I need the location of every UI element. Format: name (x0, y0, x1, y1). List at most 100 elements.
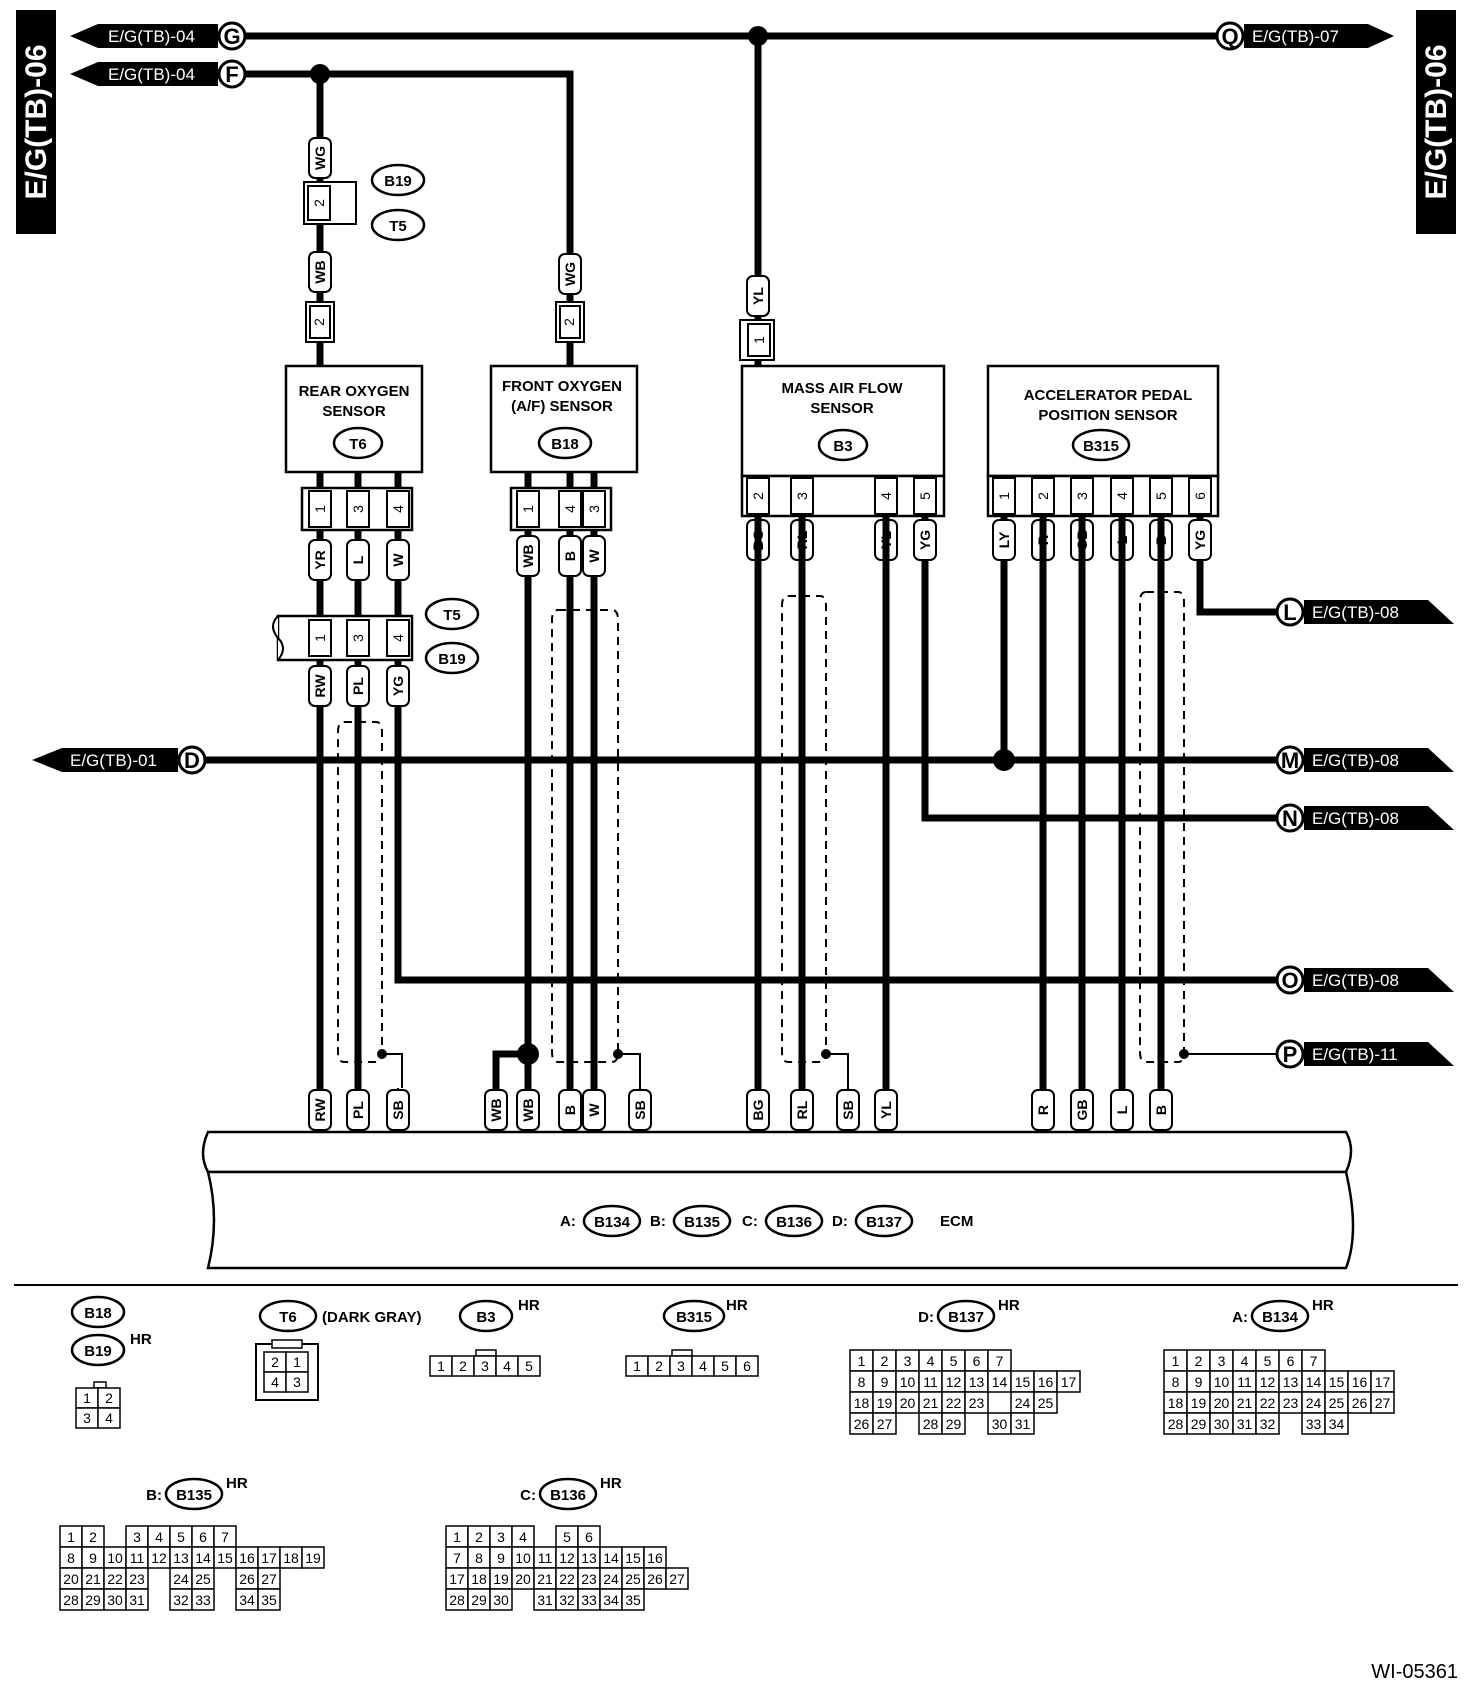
connector-cell-number: 1 (633, 1358, 641, 1374)
wire-color-label: LY (996, 531, 1012, 548)
maf-upper-wiring: YL 1 (739, 270, 775, 366)
connector-cell-number: 28 (1168, 1416, 1184, 1432)
connector-cell (1033, 1391, 1058, 1414)
connector-cell-number: 18 (1168, 1395, 1184, 1411)
offpage-d-letter: D (184, 748, 200, 773)
offpage-q: Q E/G(TB)-07 (1215, 21, 1394, 51)
wire-label-box (386, 665, 410, 707)
wire-label-box (386, 539, 410, 581)
offpage-l-ref: E/G(TB)-08 (1312, 603, 1399, 622)
component-name: (A/F) SENSOR (511, 398, 613, 415)
offpage-f-ref: E/G(TB)-04 (108, 65, 195, 84)
connector-cell-number: 20 (900, 1395, 916, 1411)
pin-box (746, 477, 770, 515)
ecm-legend-prefix: C: (742, 1213, 758, 1230)
wire-color-label: PL (350, 677, 366, 695)
offpage-l-letter: L (1283, 600, 1296, 625)
wire-label-box (346, 539, 370, 581)
connector-cell-number: 10 (900, 1374, 916, 1390)
pin-number: 3 (350, 634, 366, 642)
offpage-q-letter: Q (1221, 24, 1238, 49)
bus-f (246, 64, 574, 250)
connector-cell-number: 20 (515, 1571, 531, 1587)
connector-cell-number: 28 (63, 1592, 79, 1608)
connector-cell-number: 14 (603, 1550, 619, 1566)
pin-number: 3 (1074, 492, 1090, 500)
connector-cell-number: 3 (133, 1529, 141, 1545)
connector-cell-number: 1 (293, 1354, 301, 1370)
pin-number: 5 (1153, 492, 1169, 500)
conn-tag-b19-mid-text: B19 (438, 651, 466, 668)
connector-cell-number: 14 (195, 1550, 211, 1566)
connector-cell-number: 15 (217, 1550, 233, 1566)
connector-cell-number: 7 (1310, 1353, 1318, 1369)
joint-break-mark (272, 615, 284, 661)
connector-cell (301, 1546, 325, 1569)
pin-number: 1 (312, 505, 328, 513)
wire-color-label: RW (312, 674, 328, 698)
connector-cell (1010, 1412, 1035, 1435)
connector-cell-number: 21 (1237, 1395, 1253, 1411)
connector-cell-number: 33 (581, 1592, 597, 1608)
wire-color-label: R (1035, 1105, 1051, 1115)
component-accelerator-pedal-position-sensor: ACCELERATOR PEDAL POSITION SENSOR B315 (986, 364, 1220, 478)
connector-cell-number: 7 (453, 1550, 461, 1566)
conn-view-b137 (936, 1299, 996, 1333)
connector-cell-number: 19 (877, 1395, 893, 1411)
connector-cell-number: 24 (1306, 1395, 1322, 1411)
wire-color-label: SB (390, 1100, 406, 1119)
offpage-g-ref: E/G(TB)-04 (108, 27, 195, 46)
conn-view-b134 (1250, 1299, 1310, 1333)
connector-cell-number: 3 (1218, 1353, 1226, 1369)
component-name: POSITION SENSOR (1038, 407, 1177, 424)
pin-number: 4 (390, 634, 406, 642)
wire-color-label: W (390, 553, 406, 567)
wire-color-label: SB (632, 1100, 648, 1119)
pin-box (346, 619, 370, 657)
connector-cell-number: 10 (107, 1550, 123, 1566)
component-name: MASS AIR FLOW (781, 380, 903, 397)
page-tag-right-text: E/G(TB)-06 (1420, 44, 1453, 199)
conn-view-b18 (70, 1295, 126, 1329)
offpage-o-ref: E/G(TB)-08 (1312, 971, 1399, 990)
conn-view-b134-prefix: A: (1232, 1309, 1248, 1326)
conn-view-b134-text: B134 (1262, 1309, 1299, 1326)
pin-number: 3 (794, 492, 810, 500)
component-name: REAR OXYGEN (299, 383, 410, 400)
offpage-d: E/G(TB)-01 D (32, 745, 207, 775)
component-connector-id: B3 (833, 438, 852, 455)
pin-number: 2 (750, 492, 766, 500)
conn-view-b315-tag: HR (726, 1297, 748, 1314)
pin-number: 4 (390, 505, 406, 513)
connector-cell-number: 26 (239, 1571, 255, 1587)
connector-cell-number: 25 (625, 1571, 641, 1587)
connector-cell-number: 30 (992, 1416, 1008, 1432)
connector-cell-number: 4 (519, 1529, 527, 1545)
connector-cell-number: 9 (497, 1550, 505, 1566)
connector-cell-number: 35 (261, 1592, 277, 1608)
connector-cell-number: 17 (261, 1550, 277, 1566)
conn-view-b137-tag: HR (998, 1297, 1020, 1314)
component-name: SENSOR (322, 403, 386, 420)
conn-view-b19-tag: HR (130, 1331, 152, 1348)
connector-cell-number: 31 (1015, 1416, 1031, 1432)
connector-cell-number: 5 (950, 1353, 958, 1369)
pin-box (582, 490, 606, 528)
connector-cell-number: 7 (221, 1529, 229, 1545)
connector-cell-number: 6 (585, 1529, 593, 1545)
offpage-m-ref: E/G(TB)-08 (1312, 751, 1399, 770)
connector-cell-number: 12 (1260, 1374, 1276, 1390)
wire-label-wg: WG (312, 146, 328, 170)
connector-cell-number: 1 (67, 1529, 75, 1545)
component-connector-id: B315 (1083, 438, 1119, 455)
conn-tag-t5-mid (424, 597, 480, 631)
connector-cell-number: 15 (1329, 1374, 1345, 1390)
connector-cell-number: 6 (199, 1529, 207, 1545)
connector-cell-number: 29 (471, 1592, 487, 1608)
offpage-f-letter: F (225, 62, 238, 87)
conn-view-b135-prefix: B: (146, 1487, 162, 1504)
connector-cell-number: 21 (85, 1571, 101, 1587)
connector-cell-number: 25 (1038, 1395, 1054, 1411)
